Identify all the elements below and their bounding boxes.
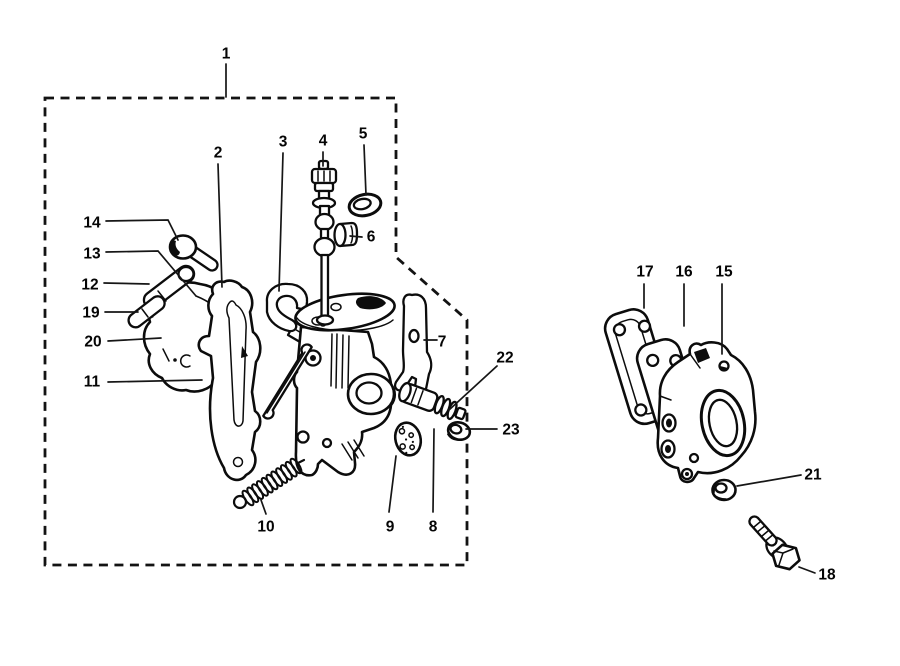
leader-line-10 (260, 499, 267, 515)
leader-line-5 (363, 144, 367, 196)
leader-line-12 (103, 282, 150, 285)
part-cap-6 (333, 221, 359, 248)
leader-line-6 (349, 235, 363, 238)
leader-line-2 (217, 163, 223, 288)
callout-number-9: 9 (386, 519, 395, 536)
callout-number-22: 22 (496, 350, 513, 367)
leader-lines (103, 63, 816, 574)
callout-number-14: 14 (83, 215, 101, 232)
callout-number-10: 10 (257, 519, 274, 536)
callout-number-3: 3 (279, 134, 288, 151)
part-pump-lever-2-11 (197, 279, 262, 482)
part-washer-5 (347, 192, 383, 218)
callout-number-16: 16 (675, 264, 693, 281)
callout-number-4: 4 (319, 133, 328, 150)
callout-number-11: 11 (84, 374, 101, 391)
part-screw-14 (168, 234, 219, 272)
leader-line-18 (798, 566, 816, 574)
callout-number-18: 18 (818, 567, 836, 584)
part-bolt-18 (748, 515, 801, 571)
callout-number-6: 6 (367, 229, 376, 246)
callout-number-2: 2 (214, 145, 223, 162)
part-idle-screw-22 (398, 381, 467, 421)
callout-number-21: 21 (804, 467, 822, 484)
part-nut-23 (446, 421, 472, 441)
callout-number-7: 7 (438, 334, 447, 351)
callout-number-19: 19 (82, 305, 100, 322)
part-pin-19 (127, 295, 166, 329)
part-pump-rod (262, 343, 313, 420)
part-needle-jet-4 (310, 159, 338, 326)
boundary-dashed-box (43, 96, 469, 567)
callout-number-13: 13 (83, 246, 101, 263)
leader-line-13 (105, 250, 197, 297)
part-strainer-disc-9 (393, 421, 423, 457)
leader-line-11 (107, 379, 203, 383)
part-carburetor-body (292, 292, 397, 477)
assembly-boundary (43, 96, 469, 567)
callout-number-1: 1 (222, 46, 231, 63)
leader-line-3 (278, 152, 284, 292)
leader-line-21 (736, 474, 802, 487)
part-adapter-15 (656, 341, 757, 484)
part-nut-21 (711, 478, 737, 502)
callout-number-5: 5 (359, 126, 368, 143)
leader-line-14 (105, 219, 179, 241)
leader-line-22 (448, 365, 498, 411)
callout-number-12: 12 (81, 277, 98, 294)
leader-line-8 (432, 428, 435, 513)
part-fork-lever-7 (393, 293, 433, 394)
callout-number-20: 20 (84, 334, 101, 351)
leader-line-9 (388, 455, 397, 513)
callout-number-15: 15 (715, 264, 733, 281)
callout-number-17: 17 (636, 264, 653, 281)
part-spring-10 (232, 457, 306, 510)
leader-line-20 (107, 337, 162, 342)
callout-number-23: 23 (502, 422, 520, 439)
callout-number-8: 8 (429, 519, 438, 536)
